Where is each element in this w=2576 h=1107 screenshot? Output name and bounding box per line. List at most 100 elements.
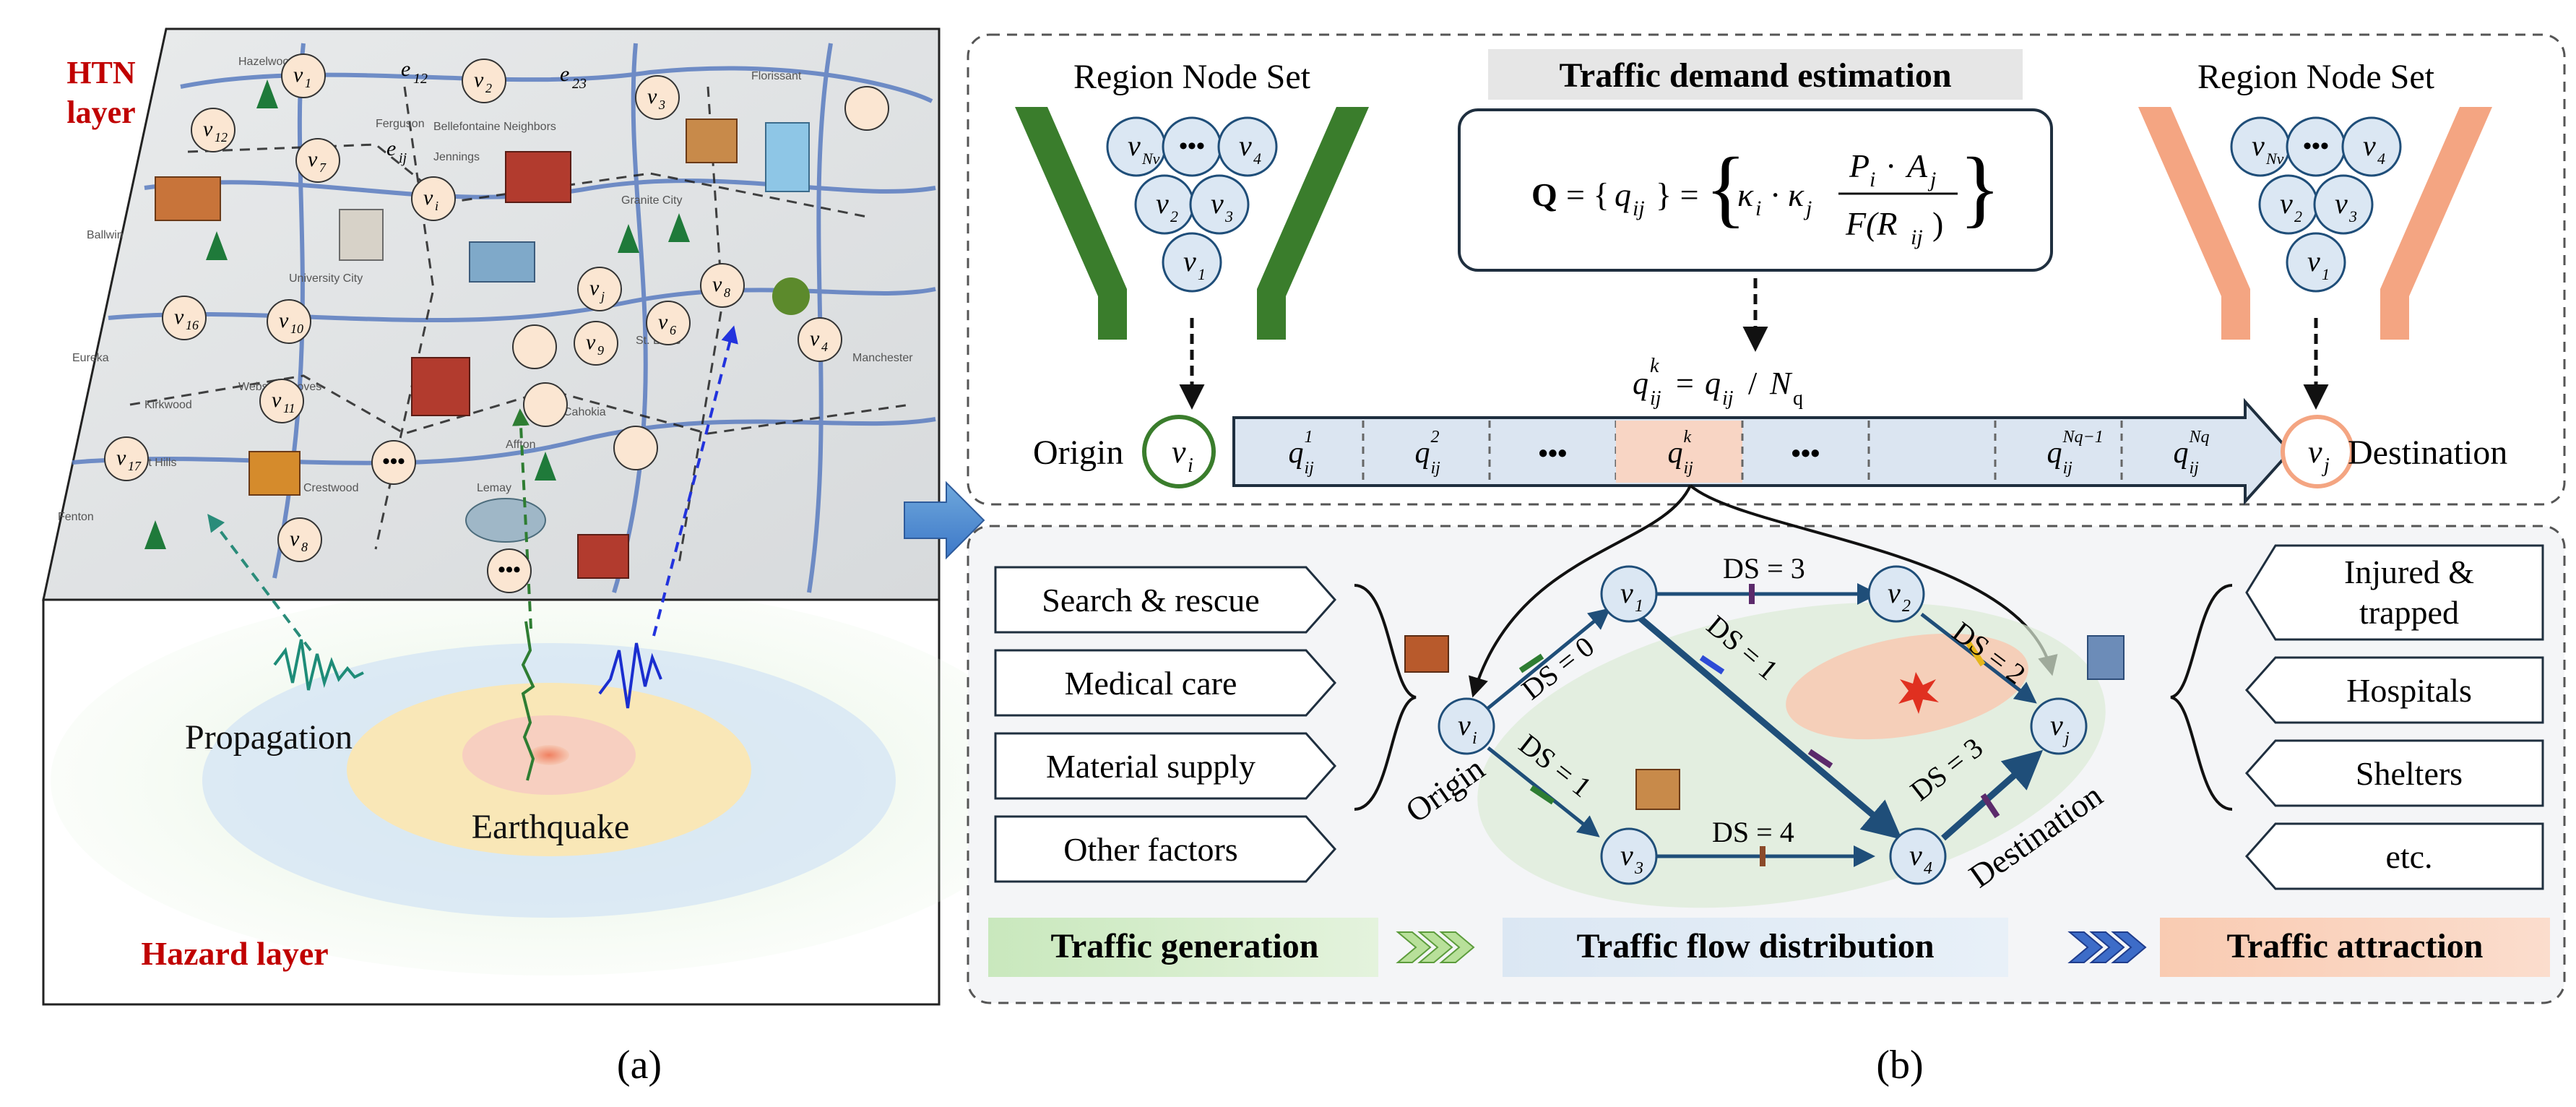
split-slash: / bbox=[1748, 366, 1758, 401]
formula-kappa-i-sub: i bbox=[1755, 197, 1761, 220]
destination-label: Destination bbox=[2348, 434, 2507, 472]
map-node-blank bbox=[613, 426, 658, 470]
network-node-circle bbox=[1867, 565, 1925, 623]
tree-icons bbox=[144, 79, 810, 549]
funnel-node-label: v bbox=[1156, 187, 1169, 220]
destination-node bbox=[2281, 415, 2354, 488]
map-node-sub: 4 bbox=[821, 340, 828, 354]
edge-label-sub: 12 bbox=[413, 71, 428, 87]
origin-building-icon bbox=[1404, 635, 1449, 673]
split-q-sub: ij bbox=[1650, 387, 1661, 410]
map-node-sub: 6 bbox=[670, 323, 676, 337]
block-marker bbox=[1980, 793, 2000, 819]
building-icons bbox=[155, 119, 810, 579]
map-node-label: v bbox=[589, 276, 600, 300]
map-node-blank bbox=[371, 440, 416, 485]
formula-kappa-j-sub: j bbox=[1803, 197, 1812, 220]
demand-title: Traffic demand estimation bbox=[1559, 56, 1951, 95]
map-node-sub: 17 bbox=[128, 459, 142, 473]
map-node-blank bbox=[487, 548, 532, 593]
stage-distribution-bg bbox=[1503, 918, 2008, 977]
htn-label-line2: layer bbox=[66, 95, 135, 130]
generation-factor-label: Material supply bbox=[1046, 748, 1255, 785]
map-node-sub: j bbox=[600, 289, 605, 303]
propagation-label: Propagation bbox=[185, 718, 353, 757]
demand-cell-highlight bbox=[1616, 421, 1742, 483]
hazard-star-icon bbox=[1898, 672, 1939, 714]
stadium-icon bbox=[465, 498, 546, 543]
funnel-node-circle bbox=[2341, 116, 2402, 177]
demand-cell-sup: Nq bbox=[2189, 428, 2210, 447]
funnel-node-origin: ••• bbox=[1162, 116, 1222, 177]
map-node-label: v bbox=[203, 117, 213, 141]
split-q-sup: k bbox=[1650, 355, 1659, 377]
map-node-sub: 2 bbox=[485, 81, 492, 95]
map-node-ellipsis: ••• bbox=[382, 449, 405, 473]
demand-cell-sub: ij bbox=[1431, 459, 1441, 478]
network-node-circle bbox=[1438, 697, 1495, 755]
map-node-circle bbox=[798, 317, 842, 362]
map-node-circle bbox=[267, 299, 311, 344]
network-edges bbox=[1487, 583, 2044, 867]
split-qij: q bbox=[1705, 366, 1721, 401]
edge-v4-vj bbox=[1941, 749, 2044, 841]
map-node-circle bbox=[162, 296, 207, 340]
map-node-label: v bbox=[308, 147, 318, 171]
chevron-icon bbox=[1439, 931, 1475, 963]
formula-q: q bbox=[1615, 176, 1631, 213]
network-node-sub: j bbox=[2062, 729, 2070, 748]
chevrons-blue bbox=[2067, 931, 2147, 963]
funnel-left-side bbox=[2138, 107, 2250, 340]
formula-kappa-i: κ bbox=[1737, 176, 1754, 213]
network-node-sub: 3 bbox=[1634, 859, 1643, 878]
formula-dot: · bbox=[1770, 176, 1781, 213]
tree-icon bbox=[206, 231, 228, 260]
hospital-building-icon bbox=[1635, 769, 1680, 810]
attraction-factor-shape bbox=[2244, 822, 2544, 890]
tree-icon bbox=[618, 224, 639, 253]
map-node-blank bbox=[844, 86, 889, 131]
map-node-circle bbox=[577, 267, 622, 311]
seismogram-green bbox=[521, 621, 535, 781]
demand-cell-sub: ij bbox=[2063, 459, 2073, 478]
generation-factor: Other factors bbox=[994, 815, 1337, 883]
funnel-right-side bbox=[2380, 107, 2492, 340]
map-node-circle bbox=[574, 321, 618, 366]
map-node-label: v bbox=[116, 446, 126, 470]
demand-cell-ellipsis: ••• bbox=[1539, 439, 1568, 469]
funnel-node-ellipsis: ••• bbox=[1179, 133, 1205, 160]
funnel-node-destination: ••• bbox=[2286, 116, 2346, 177]
attraction-factor-shape bbox=[2244, 739, 2544, 807]
map-node-circle bbox=[462, 59, 506, 103]
formula-dot2: · bbox=[1885, 147, 1896, 184]
tree-icon bbox=[772, 277, 810, 315]
building-icon bbox=[505, 151, 571, 203]
funnel-node-sub: Nv bbox=[2265, 150, 2284, 168]
building-icon bbox=[339, 209, 384, 261]
demand-cell-sup: k bbox=[1684, 428, 1692, 447]
map-node-label: v bbox=[647, 85, 657, 108]
map-node-blank bbox=[523, 382, 568, 427]
funnel-node-circle bbox=[1162, 232, 1222, 293]
tree-icon bbox=[144, 520, 166, 549]
map-node-label: v bbox=[279, 309, 289, 332]
demand-cell-q: q bbox=[1668, 436, 1683, 470]
funnel-node-sub: 1 bbox=[2322, 265, 2330, 283]
formula-p-sub: i bbox=[1870, 168, 1875, 191]
